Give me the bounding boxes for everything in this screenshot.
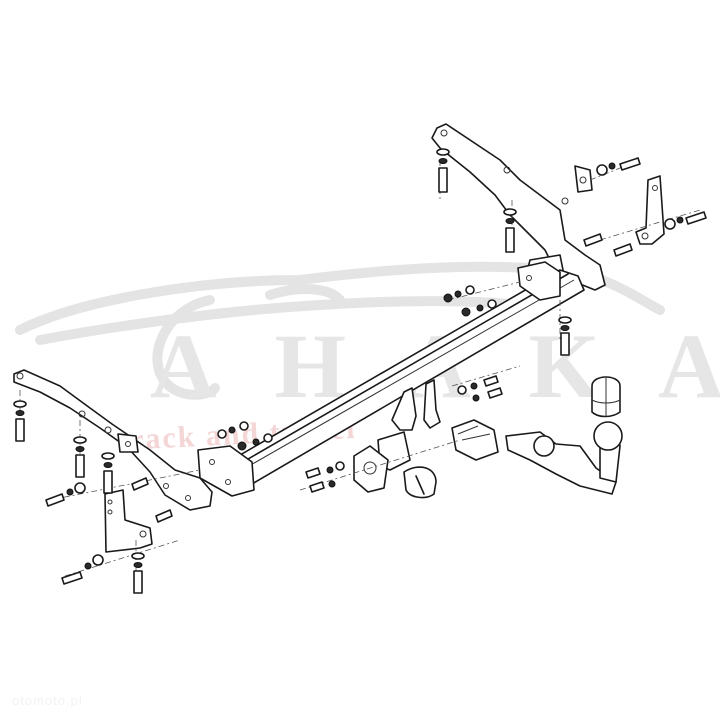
receiver-housing	[451, 419, 499, 461]
right-support-plate	[635, 175, 665, 245]
bolt-stack	[73, 436, 87, 478]
bolt-stack	[558, 316, 572, 356]
tow-ball-neck	[505, 421, 623, 495]
left-mounting-bracket	[13, 369, 213, 511]
corner-watermark: otomoto.pl	[12, 693, 83, 708]
fasteners	[13, 148, 707, 594]
left-support-plate	[104, 489, 153, 553]
socket-bracket	[353, 445, 389, 493]
bolt-stack	[101, 452, 115, 494]
right-mounting-bracket	[431, 123, 606, 291]
bolt-stack	[436, 148, 450, 193]
bolt-stack	[131, 552, 145, 594]
bolt-stack	[503, 208, 517, 253]
bolt-stack	[13, 400, 27, 442]
cross-beam	[197, 261, 585, 497]
socket	[403, 466, 437, 499]
ball-cap	[591, 376, 621, 418]
